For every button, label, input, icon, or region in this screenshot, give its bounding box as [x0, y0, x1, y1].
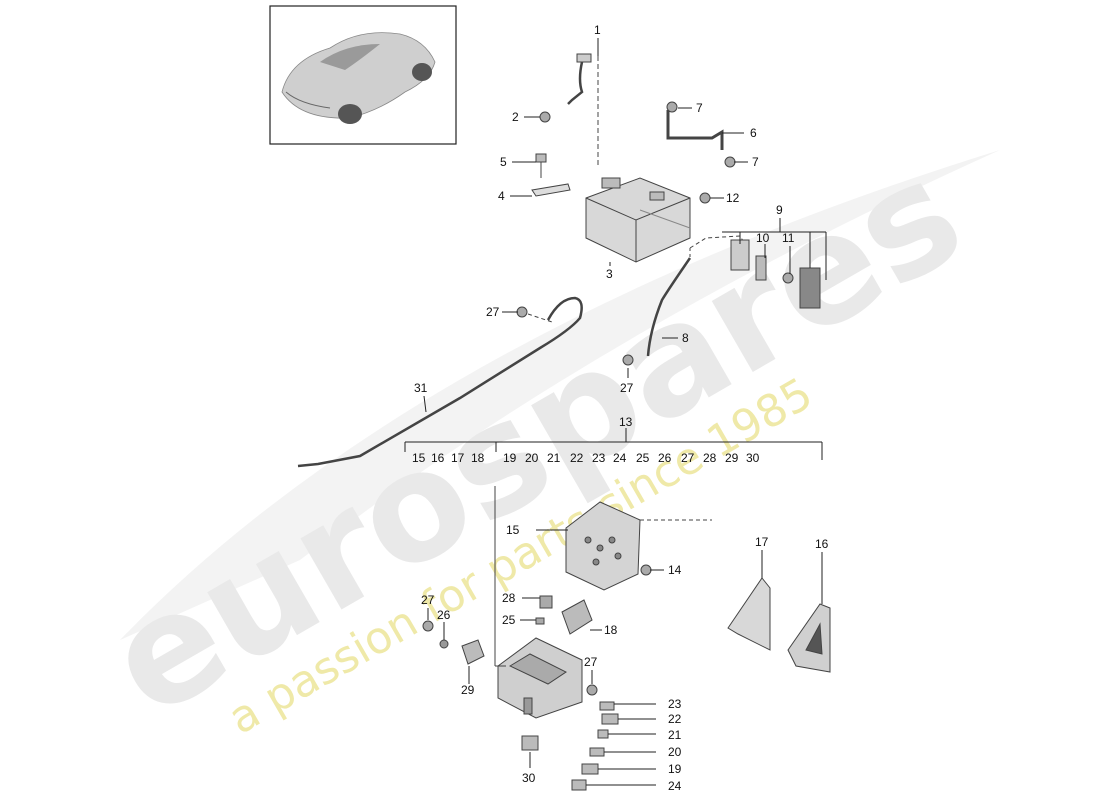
- callout-10: 10: [756, 231, 770, 245]
- group-13-number: 27: [681, 451, 695, 465]
- nut-part: [622, 354, 634, 366]
- group-13-number: 15: [412, 451, 426, 465]
- callout-17: 17: [755, 535, 769, 549]
- module-part: [561, 599, 593, 635]
- callout-1: 1: [594, 23, 601, 37]
- fuse-carrier-part: [565, 501, 712, 591]
- bracket-part: [666, 101, 736, 168]
- nut-part: [516, 306, 528, 318]
- callout-3: 3: [606, 267, 613, 281]
- callout-labels: 1 2 7 6 7 5 4 12 9 10 11 3 27 8 27 31 13…: [412, 23, 829, 793]
- group-13-number: 26: [658, 451, 672, 465]
- nut-part: [586, 684, 598, 696]
- clamp-part: [531, 183, 571, 197]
- car-thumbnail: [269, 5, 457, 145]
- relay-part: [539, 595, 553, 609]
- group-13-number: 19: [503, 451, 517, 465]
- group-13-numbers: 15 16 17 18 19 20 21 22 23 24 25 26 27 2…: [412, 451, 760, 465]
- callout-27: 27: [486, 305, 500, 319]
- battery-lead-part: [646, 248, 692, 357]
- nut-part: [539, 111, 551, 123]
- group-13-number: 22: [570, 451, 584, 465]
- main-fuse-box-part: [494, 486, 583, 719]
- group-13-number: 24: [613, 451, 627, 465]
- bolt-part: [535, 153, 547, 178]
- callout-28: 28: [502, 591, 516, 605]
- callout-20: 20: [668, 745, 682, 759]
- car-thumbnail-icon: [281, 32, 436, 124]
- callout-19: 19: [668, 762, 682, 776]
- callout-18: 18: [604, 623, 618, 637]
- callout-26: 26: [437, 608, 451, 622]
- callout-11: 11: [782, 231, 795, 245]
- group-13-number: 16: [431, 451, 445, 465]
- leader-lines: [404, 38, 827, 786]
- group-13-number: 30: [746, 451, 760, 465]
- callout-27: 27: [620, 381, 634, 395]
- callout-31: 31: [414, 381, 428, 395]
- callout-6: 6: [750, 126, 757, 140]
- callout-21: 21: [668, 728, 682, 742]
- group-13-number: 21: [547, 451, 561, 465]
- callout-8: 8: [682, 331, 689, 345]
- group-13-number: 29: [725, 451, 739, 465]
- nut-part: [422, 620, 434, 632]
- callout-7: 7: [696, 101, 703, 115]
- cover-part: [727, 577, 771, 651]
- cover-part: [787, 603, 831, 673]
- callout-27: 27: [584, 655, 598, 669]
- group-13-number: 20: [525, 451, 539, 465]
- callout-24: 24: [668, 779, 682, 793]
- nut-part: [439, 639, 449, 649]
- group-13-label: 13: [619, 415, 633, 429]
- group-13-number: 28: [703, 451, 717, 465]
- fuse-box-part: [689, 192, 821, 309]
- group-13-number: 18: [471, 451, 485, 465]
- nut-part: [640, 564, 652, 576]
- callout-23: 23: [668, 697, 682, 711]
- callout-16: 16: [815, 537, 829, 551]
- watermark-swoosh: [120, 150, 1000, 640]
- group-13-number: 23: [592, 451, 606, 465]
- callout-2: 2: [512, 110, 519, 124]
- callout-22: 22: [668, 712, 682, 726]
- callout-14: 14: [668, 563, 682, 577]
- callout-4: 4: [498, 189, 505, 203]
- callout-15: 15: [506, 523, 520, 537]
- callout-25: 25: [502, 613, 516, 627]
- battery-cable-part: [567, 53, 599, 168]
- group-13-number: 17: [451, 451, 465, 465]
- callout-29: 29: [461, 683, 475, 697]
- battery-part: [585, 177, 691, 263]
- group-13-number: 25: [636, 451, 650, 465]
- callout-12: 12: [726, 191, 740, 205]
- callout-9: 9: [776, 203, 783, 217]
- callout-27: 27: [421, 593, 435, 607]
- parts-drawings: [297, 53, 831, 791]
- connector-part: [461, 639, 485, 665]
- callout-5: 5: [500, 155, 507, 169]
- relay-part: [535, 617, 545, 625]
- long-cable-part: [297, 296, 583, 468]
- callout-7: 7: [752, 155, 759, 169]
- callout-30: 30: [522, 771, 536, 785]
